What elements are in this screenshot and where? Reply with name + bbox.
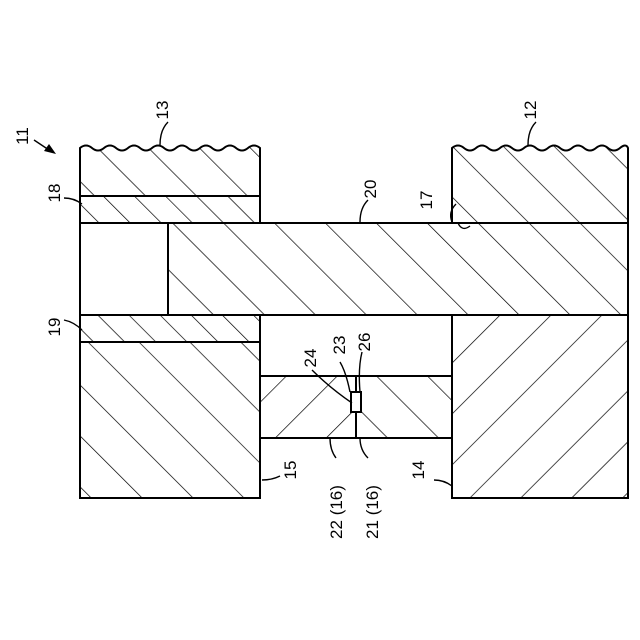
shaft-recess [80, 223, 168, 315]
label-26: 26 [355, 333, 374, 352]
shaft [168, 223, 628, 315]
label-20: 20 [361, 180, 380, 199]
right-insert [356, 376, 452, 438]
leader-12 [528, 122, 536, 145]
label-18: 18 [45, 184, 64, 203]
left-lower-plate [80, 315, 260, 342]
label-12: 12 [521, 101, 540, 120]
left-insert [260, 376, 356, 438]
label-24: 24 [301, 349, 320, 368]
label-11: 11 [13, 127, 32, 145]
label-22: 22 (16) [327, 485, 346, 539]
label-19: 19 [45, 318, 64, 337]
leader-21 [360, 438, 368, 458]
arrow-11-head [44, 144, 56, 154]
label-21: 21 (16) [363, 485, 382, 539]
left-lower-block [80, 342, 260, 498]
leader-14 [434, 480, 452, 486]
label-17: 17 [417, 191, 436, 210]
leader-22 [330, 438, 336, 458]
leader-13 [160, 122, 168, 145]
label-23: 23 [330, 336, 349, 355]
label-14: 14 [409, 461, 428, 480]
right-upper-block [452, 146, 628, 224]
small-element [351, 392, 361, 412]
label-15: 15 [281, 461, 300, 480]
leader-20 [360, 200, 368, 222]
label-13: 13 [153, 101, 172, 120]
left-upper-block [80, 146, 260, 197]
right-lower-block [452, 315, 628, 498]
left-upper-plate [80, 196, 260, 223]
leader-15 [262, 476, 280, 480]
